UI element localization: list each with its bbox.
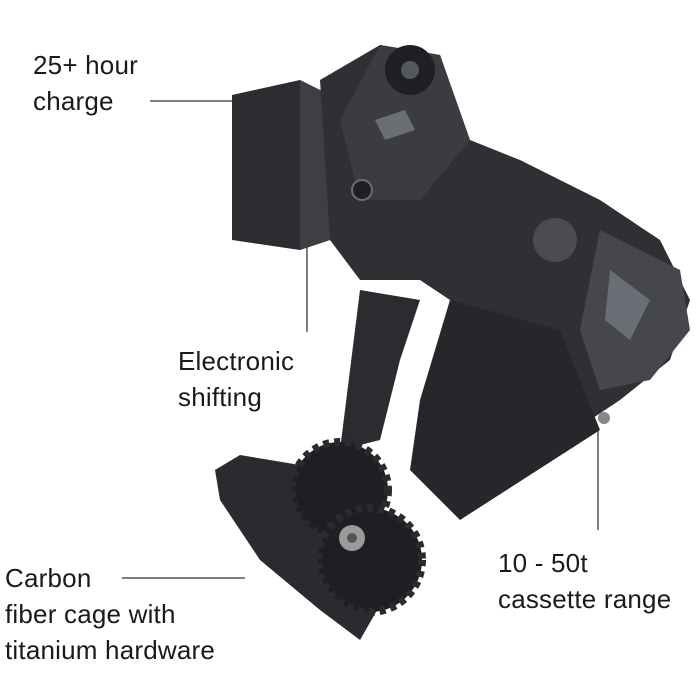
lower-pulley — [314, 504, 426, 616]
button-icon — [351, 179, 373, 201]
logo-badge — [375, 110, 415, 140]
callout-battery-line-1: 25+ hour — [33, 50, 138, 80]
callout-range: 10 - 50t cassette range — [498, 545, 671, 617]
callout-shifting-line-1: Electronic — [178, 346, 295, 376]
callout-battery: 25+ hour charge — [33, 47, 138, 119]
callout-shifting: Electronic shifting — [178, 343, 294, 415]
callout-cage-line-1: Carbon — [5, 563, 92, 593]
callout-shifting-line-2: shifting — [178, 382, 262, 412]
cage-arm — [410, 300, 600, 520]
callout-cage-line-2: fiber cage with — [5, 599, 176, 629]
callout-cage: Carbon fiber cage with titanium hardware — [5, 560, 215, 668]
callout-range-line-1: 10 - 50t — [498, 548, 588, 578]
callout-cage-line-3: titanium hardware — [5, 635, 216, 665]
callout-battery-line-2: charge — [33, 86, 114, 116]
callout-range-line-2: cassette range — [498, 584, 672, 614]
leader-lines — [122, 100, 599, 579]
